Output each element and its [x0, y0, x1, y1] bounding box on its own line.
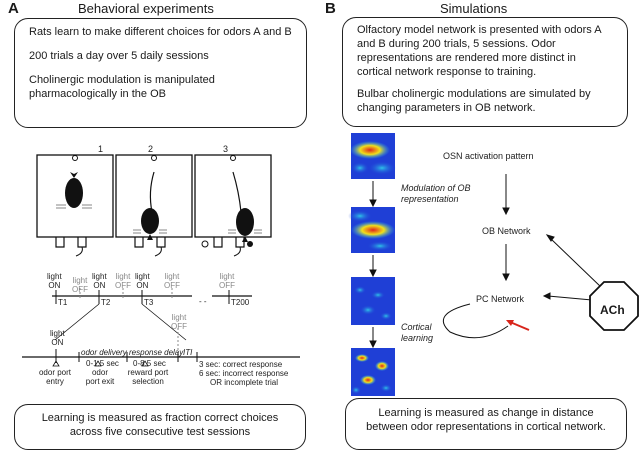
timeline-label-1: light ON: [47, 272, 62, 290]
timeline-label-4: light OFF: [115, 272, 131, 290]
panel-a-title: Behavioral experiments: [78, 1, 214, 16]
timeline-light-state: ON: [48, 281, 61, 290]
chamber-number-1: 1: [98, 144, 104, 154]
timeline-light-label: light: [72, 276, 88, 285]
intro-line-2: 200 trials a day over 5 daily sessions: [29, 50, 209, 62]
duration-odor: 0-1.5 sec: [86, 359, 119, 368]
timeline-label-5: light ON: [135, 272, 150, 290]
trial-timeline: [52, 288, 252, 341]
cortical-learning-label: Cortical learning: [401, 322, 434, 343]
timeline-light-state: ON: [136, 281, 149, 290]
behavior-chambers-drawing: [22, 154, 300, 367]
trial-label-t200: T200: [231, 298, 250, 307]
timeline-light-label: light: [219, 272, 235, 281]
panel-b-intro-box: Olfactory model network is presented wit…: [342, 17, 628, 127]
timeline-light-state: OFF: [219, 281, 235, 290]
chamber-3: [194, 154, 272, 257]
event-reward-port-selection: reward port selection: [127, 368, 169, 386]
ach-label: ACh: [600, 303, 625, 317]
trial-label-t2: T2: [101, 298, 111, 307]
panel-a-footer-box: Learning is measured as fraction correct…: [14, 404, 306, 450]
network-arrows: [502, 174, 603, 301]
simulation-diagram: [348, 133, 639, 396]
timeline-label-6: light OFF: [164, 272, 180, 290]
ob-network-label: OB Network: [482, 226, 531, 236]
timeline-light-label: light: [92, 272, 107, 281]
detail-light-off: light OFF: [171, 313, 187, 331]
timeline-label-2: light OFF: [72, 276, 88, 294]
timeline-light-state: OFF: [115, 281, 131, 290]
pc-feedback-arrow: [506, 320, 530, 331]
panel-b-title: Simulations: [440, 1, 508, 16]
event-odor-port-entry: odor port entry: [38, 368, 72, 386]
modulation-label: Modulation of OB representation: [401, 183, 471, 204]
panel-b-footer-box: Learning is measured as change in distan…: [345, 398, 627, 450]
heatmap-arrows: [369, 181, 377, 349]
timeline-light-label: light: [135, 272, 150, 281]
ach-octagon: [589, 281, 639, 331]
phase-odor-delivery: odor delivery: [81, 348, 127, 357]
timeline-light-state: ON: [93, 281, 106, 290]
heatmap-pc-after: [351, 348, 395, 396]
heatmap-pc-before: [351, 277, 395, 325]
detail-light-on: light ON: [50, 329, 65, 347]
chamber-1: [36, 154, 114, 257]
intro-line-1: Rats learn to make different choices for…: [29, 26, 292, 38]
phase-response-delay: response delay: [129, 348, 184, 357]
detail-light-off-label: light: [171, 313, 187, 322]
timeline-light-label: light: [164, 272, 180, 281]
detail-timeline: [22, 328, 300, 367]
timeline-label-7: light OFF: [219, 272, 235, 290]
timeline-light-state: OFF: [164, 281, 180, 290]
detail-light-label: light: [50, 329, 65, 338]
panel-b-intro-2: Bulbar cholinergic modulations are simul…: [357, 88, 591, 114]
trial-label-t1: T1: [58, 298, 68, 307]
timeline-light-label: light: [47, 272, 62, 281]
iti-note-1: 3 sec: correct response: [199, 360, 283, 369]
phase-iti: ITI: [183, 348, 193, 357]
trial-label-t3: T3: [144, 298, 154, 307]
heatmap-ob: [348, 207, 395, 253]
detail-light-off-state: OFF: [171, 322, 187, 331]
detail-light-state: ON: [51, 338, 64, 347]
heatmap-osn: [350, 133, 396, 179]
pc-network-label: PC Network: [476, 294, 525, 304]
panel-b-footer-text: Learning is measured as change in distan…: [366, 407, 606, 433]
timeline-label-3: light ON: [92, 272, 107, 290]
chamber-number-2: 2: [148, 144, 154, 154]
intro-line-3: Cholinergic modulation is manipulated ph…: [29, 74, 215, 100]
panel-b-letter: B: [325, 0, 336, 17]
chamber-2: [115, 154, 193, 257]
event-odor-port-exit: odor port exit: [85, 368, 115, 386]
duration-delay: 0-8.5 sec: [133, 359, 166, 368]
pc-recurrent-loop: [442, 303, 509, 339]
timeline-light-state: OFF: [72, 285, 88, 294]
iti-note-2: 6 sec: incorrect response: [199, 369, 289, 378]
iti-note-3: OR incomplete trial: [210, 378, 279, 387]
chamber-number-3: 3: [223, 144, 229, 154]
timeline-light-label: light: [115, 272, 131, 281]
osn-label: OSN activation pattern: [443, 151, 534, 161]
timeline-gap-dash: - -: [199, 297, 207, 306]
panel-b-intro-1: Olfactory model network is presented wit…: [357, 24, 601, 78]
panel-a-footer-text: Learning is measured as fraction correct…: [41, 412, 279, 438]
panel-a-intro-box: Rats learn to make different choices for…: [14, 18, 307, 128]
panel-a-letter: A: [8, 0, 19, 17]
